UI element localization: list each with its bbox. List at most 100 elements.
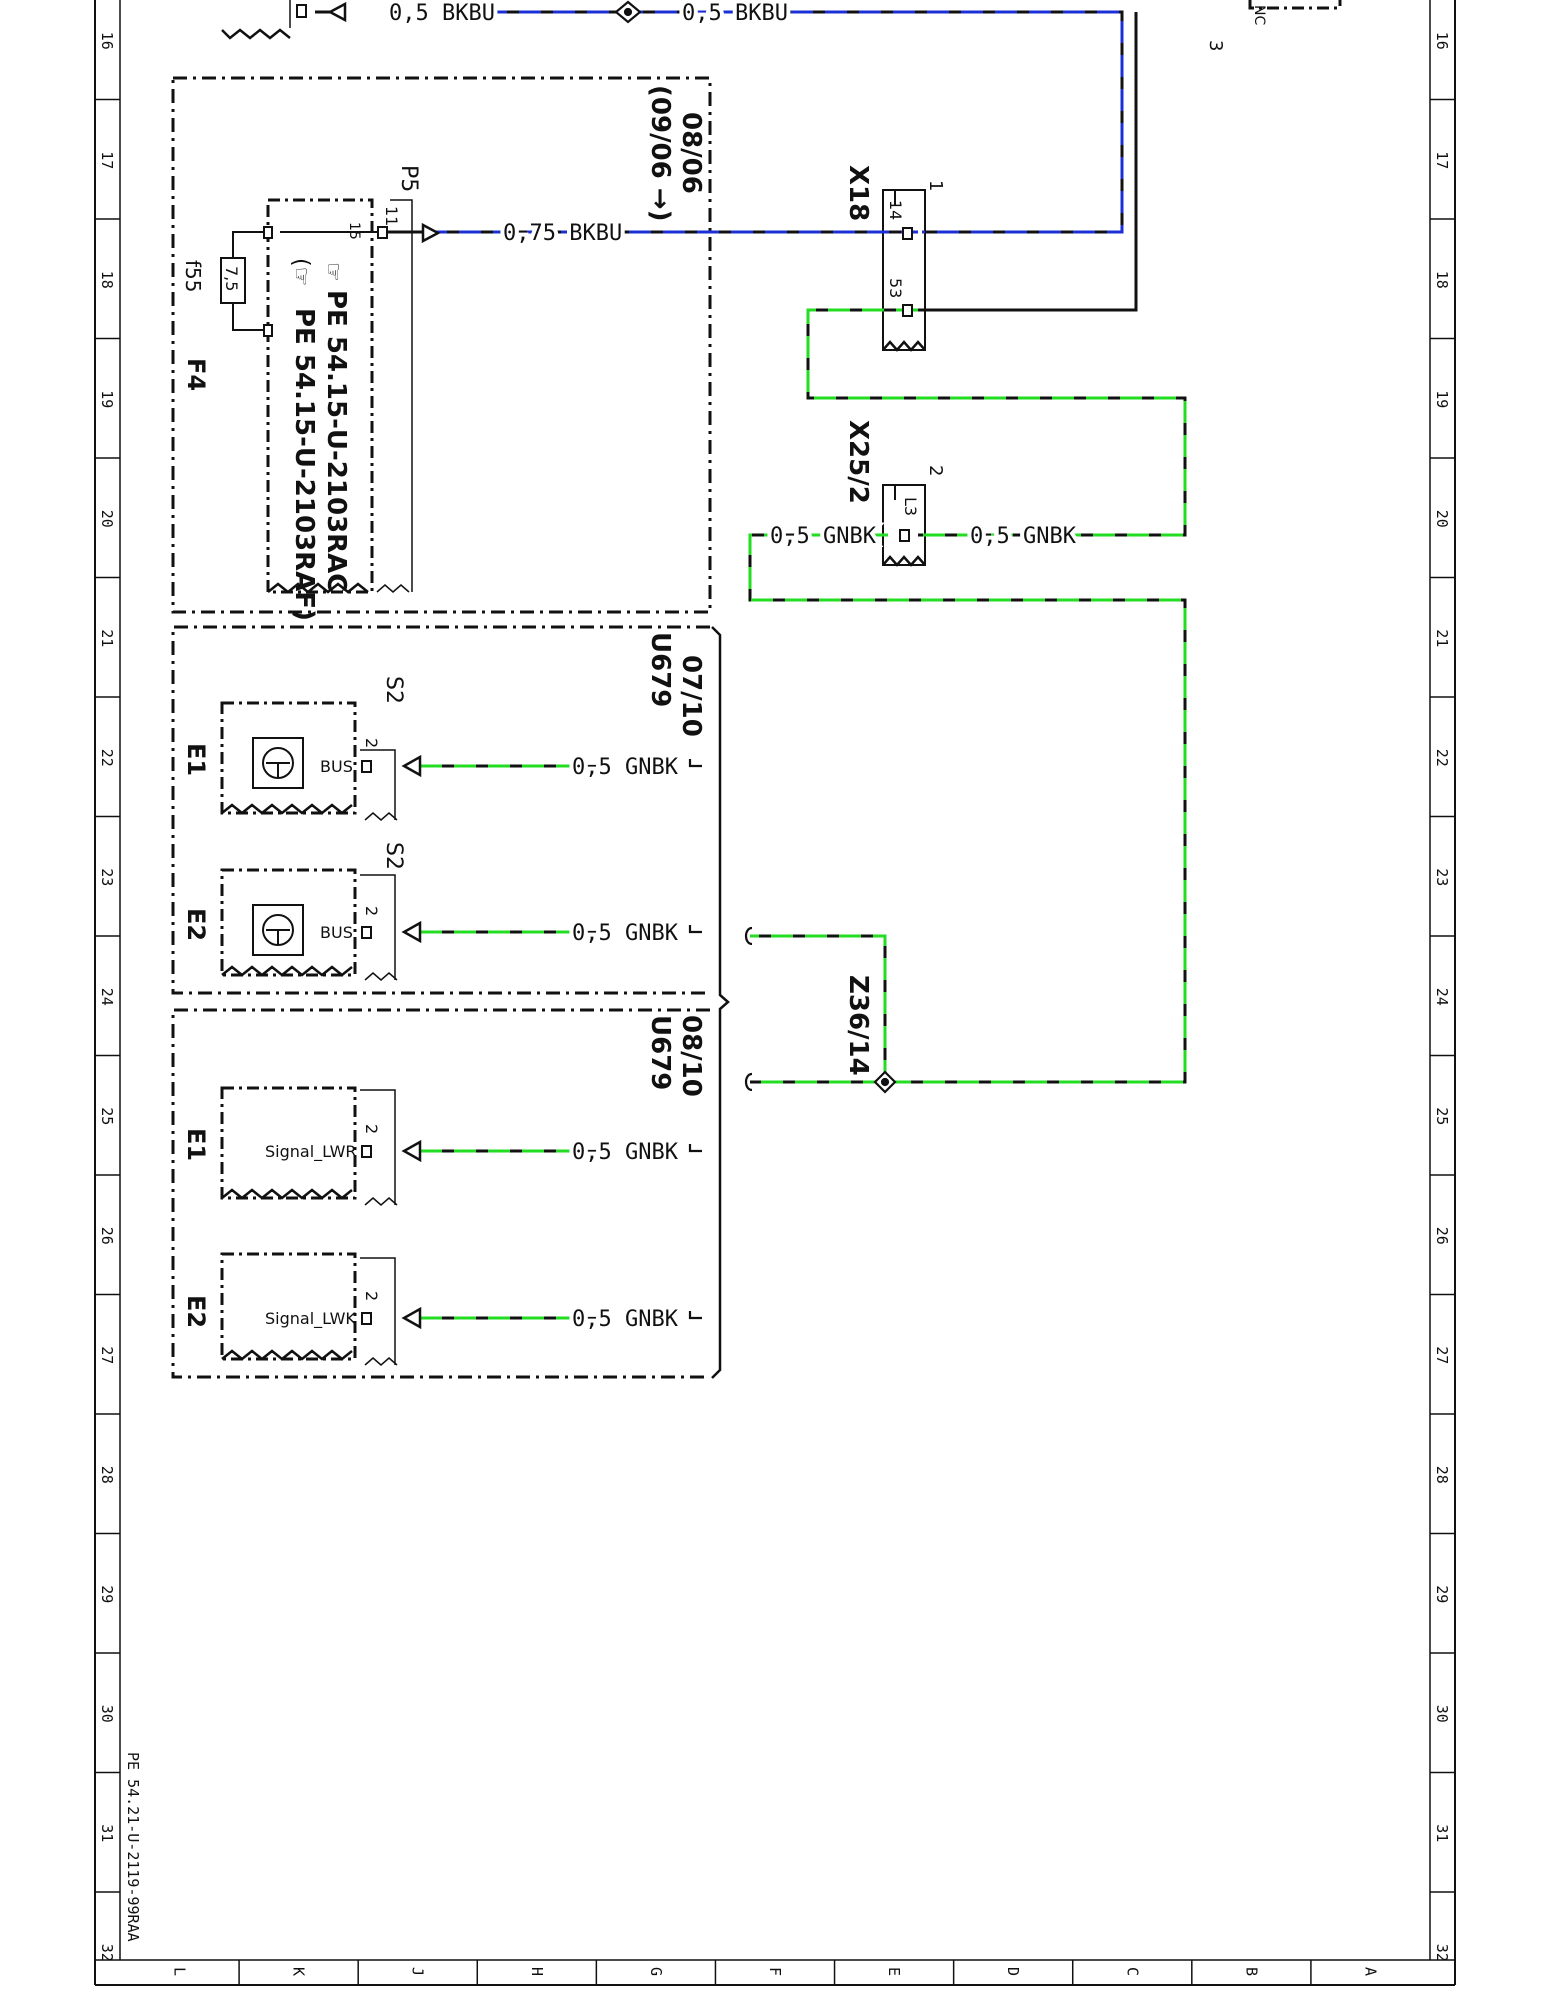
off-page-arrows bbox=[572, 759, 753, 1320]
column-letter: D bbox=[1004, 1967, 1022, 1976]
wire-label-e2-bus: 0,5 GNBK bbox=[572, 921, 679, 946]
column-letter: C bbox=[1123, 1967, 1141, 1976]
connector-x25-name: X25/2 bbox=[843, 420, 873, 504]
module-e1-signal-label: Signal_LWR bbox=[265, 1142, 357, 1162]
ref-pe-2103rac: PE 54.15-U-2103RAC bbox=[321, 290, 351, 592]
relay-label: NC bbox=[1251, 5, 1267, 25]
ref-pe-2103raf: PE 54.15-U-2103RAF) bbox=[289, 308, 319, 621]
module-e2-bus-pin: 2 bbox=[362, 906, 381, 916]
row-number: 26 bbox=[1433, 1227, 1451, 1245]
column-letter: E bbox=[885, 1967, 903, 1976]
fuse-value: 7,5 bbox=[222, 266, 241, 291]
pin-15: 15 bbox=[346, 222, 362, 240]
pin-11: 11 bbox=[382, 206, 401, 226]
box-f4-date2: (09/06 →) bbox=[645, 85, 675, 221]
module-e1-signal-pin: 2 bbox=[362, 1124, 381, 1134]
row-number: 19 bbox=[98, 390, 116, 408]
connector-x18-name: X18 bbox=[843, 165, 873, 221]
wire-label-x25-left: 0,5 GNBK bbox=[770, 524, 877, 549]
wire-label-e1-bus: 0,5 GNBK bbox=[572, 755, 679, 780]
module-e1-bus-label: BUS bbox=[320, 757, 353, 776]
row-number: 20 bbox=[98, 510, 116, 528]
box-b-code: U679 bbox=[645, 1015, 675, 1090]
module-e2-bus-conn: S2 bbox=[381, 842, 406, 870]
ref-icon: (☞ bbox=[288, 258, 313, 286]
row-number: 30 bbox=[98, 1705, 116, 1723]
module-e1-bus-conn: S2 bbox=[381, 676, 406, 704]
module-e2-signal-label: Signal_LWK bbox=[265, 1309, 356, 1329]
row-number: 29 bbox=[98, 1585, 116, 1603]
module-e1-signal-name: E1 bbox=[182, 1128, 210, 1161]
pin-53: 53 bbox=[886, 278, 905, 298]
module-e2-signal-name: E2 bbox=[182, 1295, 210, 1328]
box-u679-brace bbox=[711, 626, 730, 1379]
pin-squares bbox=[263, 4, 913, 1325]
row-number: 30 bbox=[1433, 1705, 1451, 1723]
module-e2-bus-label: BUS bbox=[320, 923, 353, 942]
pin-l3: L3 bbox=[901, 497, 920, 516]
connector-x18 bbox=[882, 189, 926, 351]
row-number: 18 bbox=[98, 271, 116, 289]
lamp-icon bbox=[252, 904, 304, 956]
module-e1-bus-pin: 2 bbox=[362, 738, 381, 748]
fuse-icon bbox=[220, 257, 246, 304]
connector-blocks bbox=[882, 189, 926, 566]
row-number: 21 bbox=[98, 629, 116, 647]
wire-label-e1-signal: 0,5 GNBK bbox=[572, 1140, 679, 1165]
row-number: 18 bbox=[1433, 271, 1451, 289]
row-number: 28 bbox=[98, 1466, 116, 1484]
lamp-icons bbox=[252, 737, 304, 956]
wire-label-e2-signal: 0,5 GNBK bbox=[572, 1307, 679, 1332]
row-number: 17 bbox=[1433, 151, 1451, 169]
pin-14: 14 bbox=[886, 200, 905, 220]
terminal-triangles bbox=[327, 1, 441, 1330]
connector-x25 bbox=[882, 484, 926, 566]
column-letter: F bbox=[766, 1967, 784, 1976]
column-letter: G bbox=[647, 1967, 665, 1976]
box-relay bbox=[1248, 0, 1342, 10]
wires bbox=[232, 10, 1187, 1320]
module-boxes bbox=[220, 0, 1342, 1361]
row-number: 16 bbox=[1433, 32, 1451, 50]
box-a-code: U679 bbox=[645, 632, 675, 707]
lamp-icon bbox=[252, 737, 304, 789]
column-letter: H bbox=[528, 1967, 546, 1976]
row-number: 22 bbox=[98, 749, 116, 767]
break-marks bbox=[221, 28, 926, 1361]
wire-label-x25-right: 0,5 GNBK bbox=[970, 524, 1077, 549]
row-number: 20 bbox=[1433, 510, 1451, 528]
row-number: 32 bbox=[1433, 1944, 1451, 1962]
row-number: 24 bbox=[98, 988, 116, 1006]
box-e1-signal bbox=[220, 1086, 357, 1200]
row-number: 24 bbox=[1433, 988, 1451, 1006]
row-number: 29 bbox=[1433, 1585, 1451, 1603]
row-number: 27 bbox=[98, 1346, 116, 1364]
row-number: 19 bbox=[1433, 390, 1451, 408]
row-number: 27 bbox=[1433, 1346, 1451, 1364]
row-number: 21 bbox=[1433, 629, 1451, 647]
column-letter: J bbox=[409, 1967, 427, 1976]
column-letter: A bbox=[1361, 1967, 1379, 1976]
splice-z36-14-label: Z36/14 bbox=[843, 975, 873, 1076]
wire-label-top-left: 0,5 BKBU bbox=[389, 1, 495, 26]
box-e2-signal bbox=[220, 1252, 357, 1361]
row-number: 25 bbox=[98, 1107, 116, 1125]
module-e1-bus-name: E1 bbox=[182, 743, 210, 776]
column-letter: K bbox=[290, 1967, 308, 1976]
row-number: 23 bbox=[98, 868, 116, 886]
box-e2-bus bbox=[220, 868, 357, 977]
splice-diamonds bbox=[614, 0, 897, 1094]
column-letter: L bbox=[171, 1967, 189, 1976]
connector-outlines bbox=[289, 0, 413, 1366]
row-number: 26 bbox=[98, 1227, 116, 1245]
ref-icon: ☞ bbox=[320, 262, 345, 282]
document-id: PE 54.21-U-2119-99RAA bbox=[124, 1752, 142, 1942]
connector-x25-num: 2 bbox=[925, 465, 946, 476]
wire-label-fuse: 0,75 BKBU bbox=[503, 221, 622, 246]
row-number: 23 bbox=[1433, 868, 1451, 886]
row-number: 31 bbox=[1433, 1824, 1451, 1842]
relay-pin: 3 bbox=[1205, 40, 1226, 51]
box-fuse-module bbox=[266, 198, 374, 594]
